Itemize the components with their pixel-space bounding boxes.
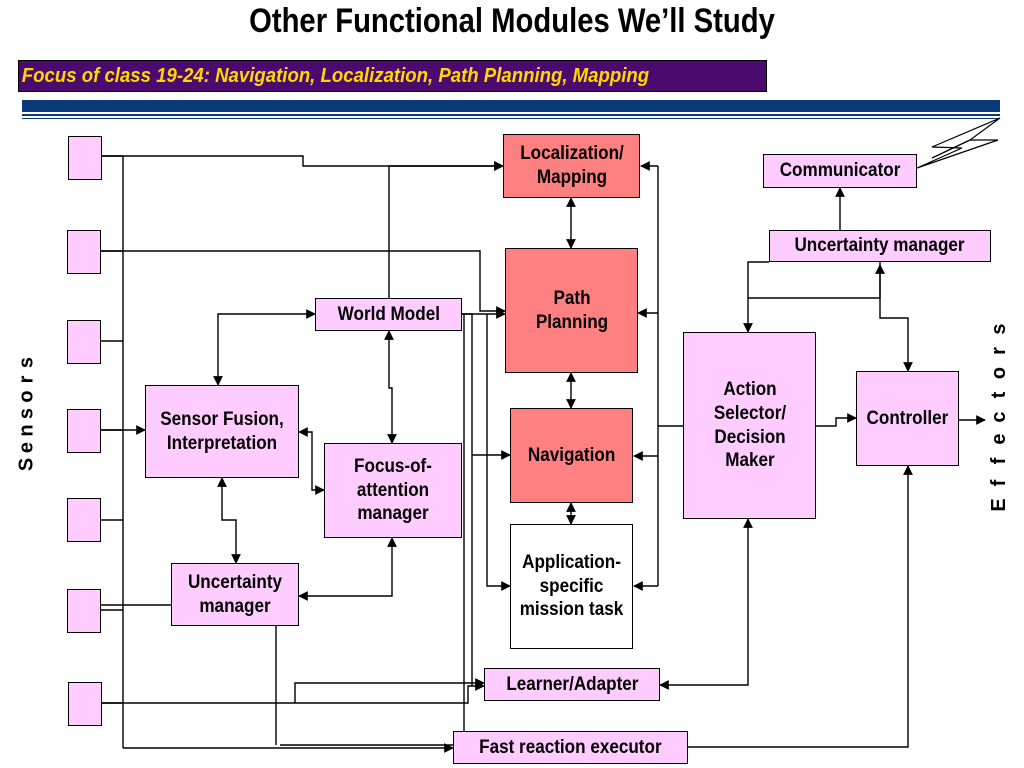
- focus-banner: Focus of class 19-24: Navigation, Locali…: [18, 60, 767, 92]
- communicator-box: Communicator: [763, 154, 917, 188]
- application-task-label: Application- specific mission task: [519, 551, 624, 621]
- action-selector-label: Action Selector/ Decision Maker: [713, 379, 786, 472]
- world-model-box: World Model: [315, 298, 462, 331]
- controller-label: Controller: [866, 407, 949, 429]
- navigation-label: Navigation: [527, 444, 616, 466]
- fast-reaction-executor-label: Fast reaction executor: [479, 736, 662, 758]
- sensor-fusion-box: Sensor Fusion, Interpretation: [145, 385, 299, 478]
- sensor-box: [68, 136, 102, 180]
- application-task-box: Application- specific mission task: [510, 524, 633, 649]
- localization-mapping-box: Localization/ Mapping: [503, 134, 640, 198]
- uncertainty-manager-right-label: Uncertainty manager: [794, 235, 966, 257]
- path-planning-label: Path Planning: [535, 287, 608, 333]
- header-rule: [22, 100, 1000, 112]
- focus-banner-text: Focus of class 19-24: Navigation, Locali…: [21, 65, 650, 87]
- uncertainty-manager-left-box: Uncertainty manager: [171, 563, 299, 626]
- learner-adapter-label: Learner/Adapter: [505, 673, 639, 695]
- path-planning-box: Path Planning: [505, 248, 638, 373]
- side-label-letter: s: [988, 323, 1010, 335]
- sensor-box: [67, 589, 101, 633]
- header-rule-thin: [22, 118, 1000, 119]
- communicator-label: Communicator: [779, 160, 901, 182]
- side-label-letter: s: [15, 356, 38, 369]
- sensor-box: [67, 498, 101, 542]
- sensor-box: [67, 320, 101, 364]
- uncertainty-manager-right-box: Uncertainty manager: [769, 230, 991, 262]
- sensor-box: [67, 230, 101, 274]
- slide-title: Other Functional Modules We’ll Study: [249, 2, 775, 40]
- focus-of-attention-label: Focus-of- attention manager: [354, 455, 432, 525]
- controller-box: Controller: [856, 371, 959, 466]
- learner-adapter-box: Learner/Adapter: [484, 668, 660, 701]
- sensor-box: [68, 682, 102, 726]
- header-rule-thin: [22, 114, 1000, 116]
- localization-mapping-label: Localization/ Mapping: [519, 143, 624, 188]
- fast-reaction-executor-box: Fast reaction executor: [453, 731, 688, 764]
- sensor-box: [67, 409, 101, 453]
- sensor-fusion-label: Sensor Fusion, Interpretation: [160, 408, 284, 454]
- focus-of-attention-box: Focus-of- attention manager: [324, 443, 462, 538]
- navigation-box: Navigation: [510, 408, 633, 503]
- world-model-label: World Model: [337, 303, 440, 325]
- action-selector-box: Action Selector/ Decision Maker: [683, 332, 816, 519]
- uncertainty-manager-left-label: Uncertainty manager: [187, 571, 283, 617]
